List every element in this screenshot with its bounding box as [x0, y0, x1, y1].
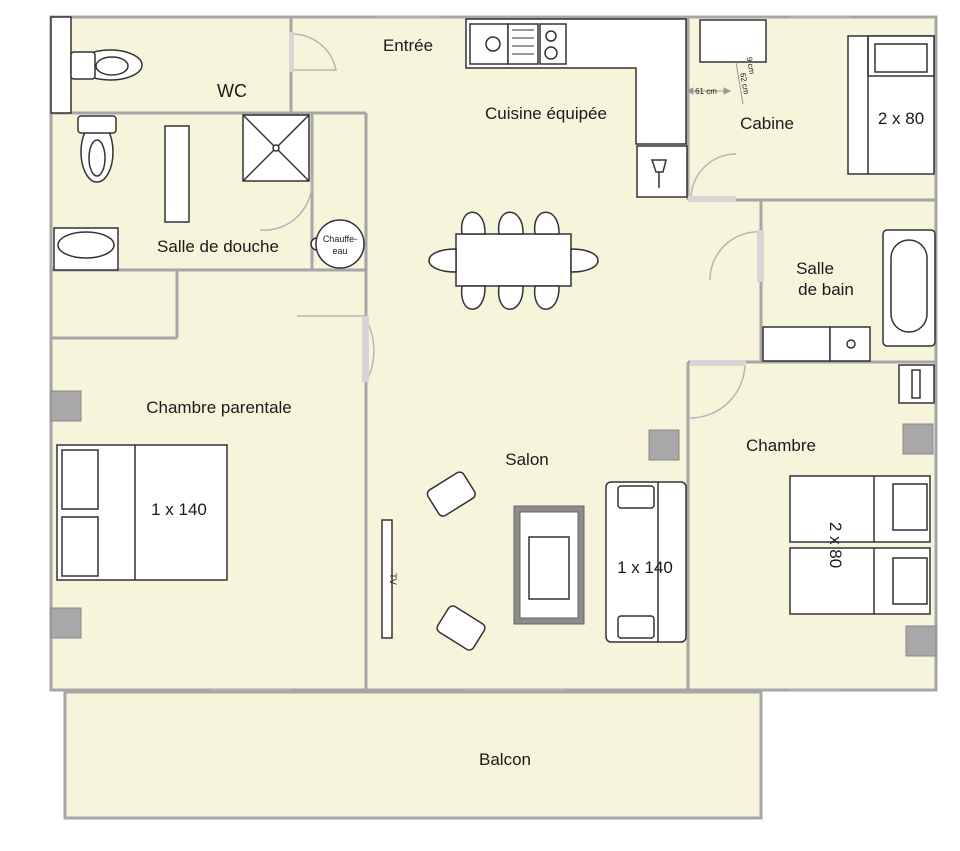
- chauffe-eau-label-1: Chauffe-: [323, 234, 357, 244]
- room-label-chambre-parentale: Chambre parentale: [146, 398, 292, 417]
- radiators: [50, 390, 937, 657]
- coffee-table: [528, 536, 570, 600]
- bed-label-parentale: 1 x 140: [151, 500, 207, 519]
- parental-bed: [56, 444, 228, 581]
- dimension-depth-label: 62 cm: [738, 72, 751, 95]
- wc-fixtures: [50, 16, 143, 114]
- chauffe-eau-label-2: eau: [332, 246, 347, 256]
- room-label-cabine: Cabine: [740, 114, 794, 133]
- bed-label-cabine: 2 x 80: [878, 109, 924, 128]
- dimension-width-label: 61 cm: [695, 87, 717, 96]
- door-frames: [289, 32, 764, 382]
- room-label-chambre: Chambre: [746, 436, 816, 455]
- cabine-fixtures: [699, 19, 935, 175]
- dimension-height-label: 9 cm: [745, 56, 757, 75]
- chambre-beds: [789, 475, 931, 615]
- doors: [210, 16, 850, 691]
- dining-set: [428, 211, 599, 310]
- kitchen-fixtures: [465, 18, 688, 198]
- dimension-arrows: [685, 61, 744, 105]
- balcon-floor: [63, 690, 763, 820]
- salon-furniture: [381, 471, 687, 651]
- sofa-label: 1 x 140: [617, 558, 673, 577]
- tv-label: TV: [388, 573, 398, 585]
- room-label-entree: Entrée: [383, 36, 433, 55]
- room-label-balcon: Balcon: [479, 750, 531, 769]
- room-label-cuisine: Cuisine équipée: [485, 104, 607, 123]
- room-label-salle-bain-1: Salle: [796, 259, 834, 278]
- sink-lines: [512, 29, 534, 55]
- room-label-salle-bain-2: de bain: [798, 280, 854, 299]
- bed-label-chambre: 2 x 80: [826, 522, 845, 568]
- bathroom-fixtures: [762, 229, 936, 404]
- shower-room-fixtures: [53, 114, 365, 271]
- room-label-wc: WC: [217, 81, 247, 101]
- room-label-salle-douche: Salle de douche: [157, 237, 279, 256]
- room-label-salon: Salon: [505, 450, 548, 469]
